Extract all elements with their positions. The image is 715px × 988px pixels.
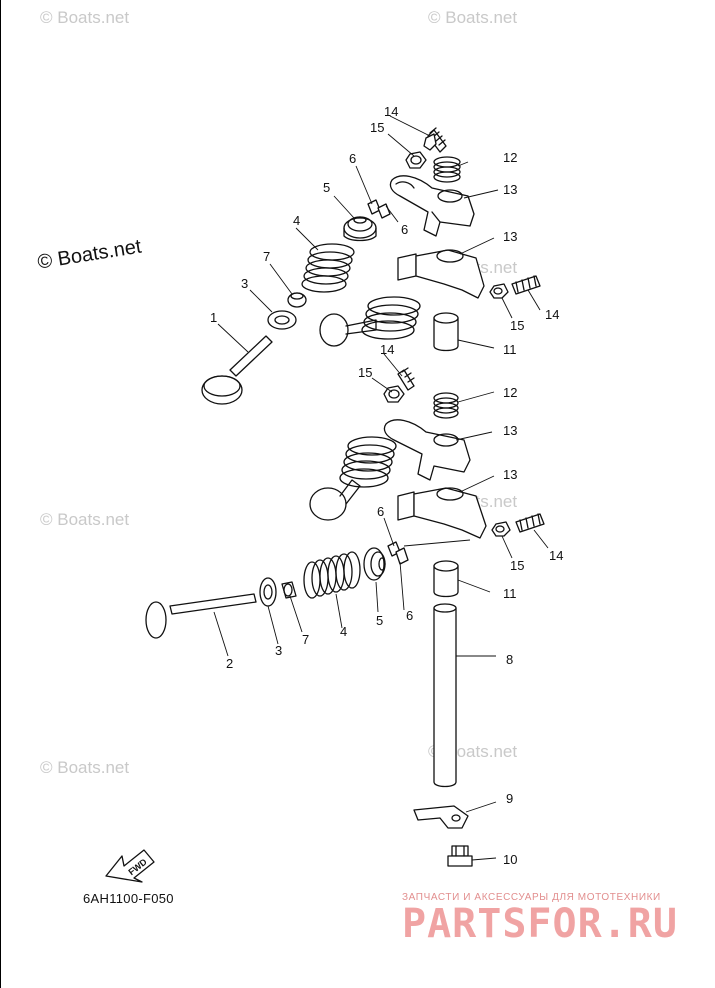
callout-15: 15 [358, 365, 372, 380]
callout-14: 14 [549, 548, 563, 563]
callout-15: 15 [510, 318, 524, 333]
callout-8: 8 [506, 652, 513, 667]
callout-6: 6 [377, 504, 384, 519]
callout-5: 5 [323, 180, 330, 195]
valve-spring-part [301, 243, 355, 293]
watermark-text: © Boats.net [40, 8, 130, 27]
callout-4: 4 [293, 213, 300, 228]
nut-part [405, 151, 427, 169]
callout-15: 15 [370, 120, 384, 135]
callout-13: 13 [503, 467, 517, 482]
valve-cotter-part [387, 541, 409, 565]
callout-12: 12 [503, 150, 517, 165]
valve-part [145, 593, 257, 639]
valve-spring-part [303, 551, 361, 599]
brand-name: PARTSFOR.RU [402, 901, 678, 947]
watermark-text: © Boats.net [40, 510, 130, 529]
push-rod-part [433, 603, 457, 788]
callout-13: 13 [503, 182, 517, 197]
callout-6: 6 [349, 151, 356, 166]
diagram-code: 6AH1100-F050 [83, 891, 174, 906]
valve-lifter-part [433, 312, 459, 352]
callout-3: 3 [241, 276, 248, 291]
nut-part [489, 283, 509, 299]
callout-12: 12 [503, 385, 517, 400]
callout-14: 14 [380, 342, 394, 357]
small-spring-part [433, 156, 461, 183]
small-spring-part [433, 392, 459, 419]
stem-seal-part [281, 581, 297, 599]
callout-6: 6 [401, 222, 408, 237]
washer-part [267, 310, 297, 330]
fwd-arrow-icon [105, 849, 155, 883]
rocker-arm-part [397, 249, 485, 299]
valve-part [309, 479, 361, 521]
rocker-arm-part [397, 487, 487, 539]
spring-retainer-part [363, 547, 386, 581]
callout-7: 7 [263, 249, 270, 264]
stem-seal-part [287, 292, 307, 308]
callout-9: 9 [506, 791, 513, 806]
callout-10: 10 [503, 852, 517, 867]
valve-part [201, 335, 273, 405]
callout-6: 6 [406, 608, 413, 623]
brand-watermark: ЗАПЧАСТИ И АКСЕССУАРЫ ДЛЯ МОТОТЕХНИКИ PA… [402, 892, 702, 945]
callout-14: 14 [384, 104, 398, 119]
valve-spring-part [361, 296, 421, 340]
callout-11: 11 [503, 586, 517, 601]
watermark-text: © Boats.net [40, 758, 130, 777]
rocker-arm-part [383, 419, 471, 481]
spring-retainer-part [343, 216, 377, 242]
watermark-text: © Boats.net [428, 8, 518, 27]
callout-11: 11 [503, 342, 517, 357]
washer-part [259, 577, 277, 607]
brand-tagline: ЗАПЧАСТИ И АКСЕССУАРЫ ДЛЯ МОТОТЕХНИКИ [402, 892, 661, 903]
callout-1: 1 [210, 310, 217, 325]
bolt-part [423, 127, 447, 153]
plate-part [413, 805, 469, 829]
callout-15: 15 [510, 558, 524, 573]
rocker-arm-part [389, 175, 475, 237]
bolt-part [511, 275, 541, 295]
callout-7: 7 [302, 632, 309, 647]
callout-13: 13 [503, 423, 517, 438]
callout-14: 14 [545, 307, 559, 322]
nut-part [491, 521, 511, 537]
callout-13: 13 [503, 229, 517, 244]
bolt-part [447, 845, 473, 867]
callout-4: 4 [340, 624, 347, 639]
valve-spring-part [339, 436, 397, 488]
callout-3: 3 [275, 643, 282, 658]
bolt-part [397, 367, 415, 391]
valve-part [319, 313, 377, 347]
callout-5: 5 [376, 613, 383, 628]
page-border-line [0, 0, 1, 988]
callout-2: 2 [226, 656, 233, 671]
bolt-part [515, 513, 545, 533]
valve-lifter-part [433, 560, 459, 598]
